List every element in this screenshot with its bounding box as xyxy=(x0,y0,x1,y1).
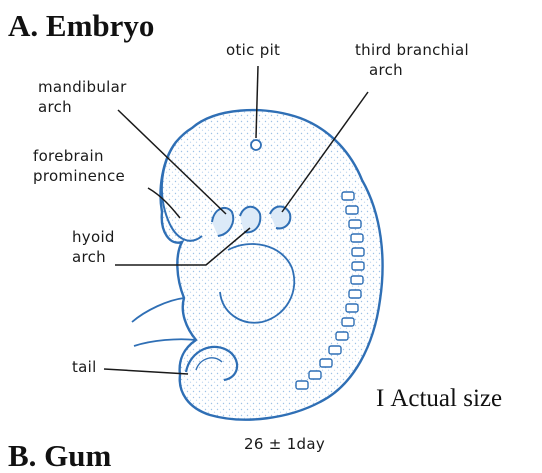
label-otic-pit: otic pit xyxy=(226,40,280,60)
otic-pit-shape xyxy=(251,140,261,150)
figure-heading: A. Embryo xyxy=(8,10,154,41)
label-tail: tail xyxy=(72,357,97,377)
label-third-branchial-line2: arch xyxy=(355,60,469,80)
scale-bar-icon: I xyxy=(376,385,384,412)
leader-tail xyxy=(104,369,188,374)
label-tail-text: tail xyxy=(72,357,97,377)
scale-indicator: IActual size xyxy=(376,386,502,411)
label-otic-pit-text: otic pit xyxy=(226,40,280,60)
label-mandibular-line2: arch xyxy=(38,97,127,117)
label-hyoid-line1: hyoid xyxy=(72,227,115,247)
label-mandibular-line1: mandibular xyxy=(38,77,127,97)
label-third-branchial-arch: third branchial arch xyxy=(355,40,469,81)
embryo-figure: A. Embryo otic pit third branchial arch … xyxy=(0,0,542,456)
limb-bud-upper xyxy=(132,298,184,322)
label-forebrain-line2: prominence xyxy=(33,166,125,186)
embryo-age: 26 ± 1day xyxy=(244,434,325,454)
label-third-branchial-line1: third branchial xyxy=(355,40,469,60)
label-forebrain-line1: forebrain xyxy=(33,146,125,166)
limb-bud-lower xyxy=(134,339,196,346)
label-hyoid-arch: hyoid arch xyxy=(72,227,115,268)
label-hyoid-line2: arch xyxy=(72,247,115,267)
scale-text: Actual size xyxy=(390,385,502,412)
label-mandibular-arch: mandibular arch xyxy=(38,77,127,118)
label-forebrain-prominence: forebrain prominence xyxy=(33,146,125,187)
